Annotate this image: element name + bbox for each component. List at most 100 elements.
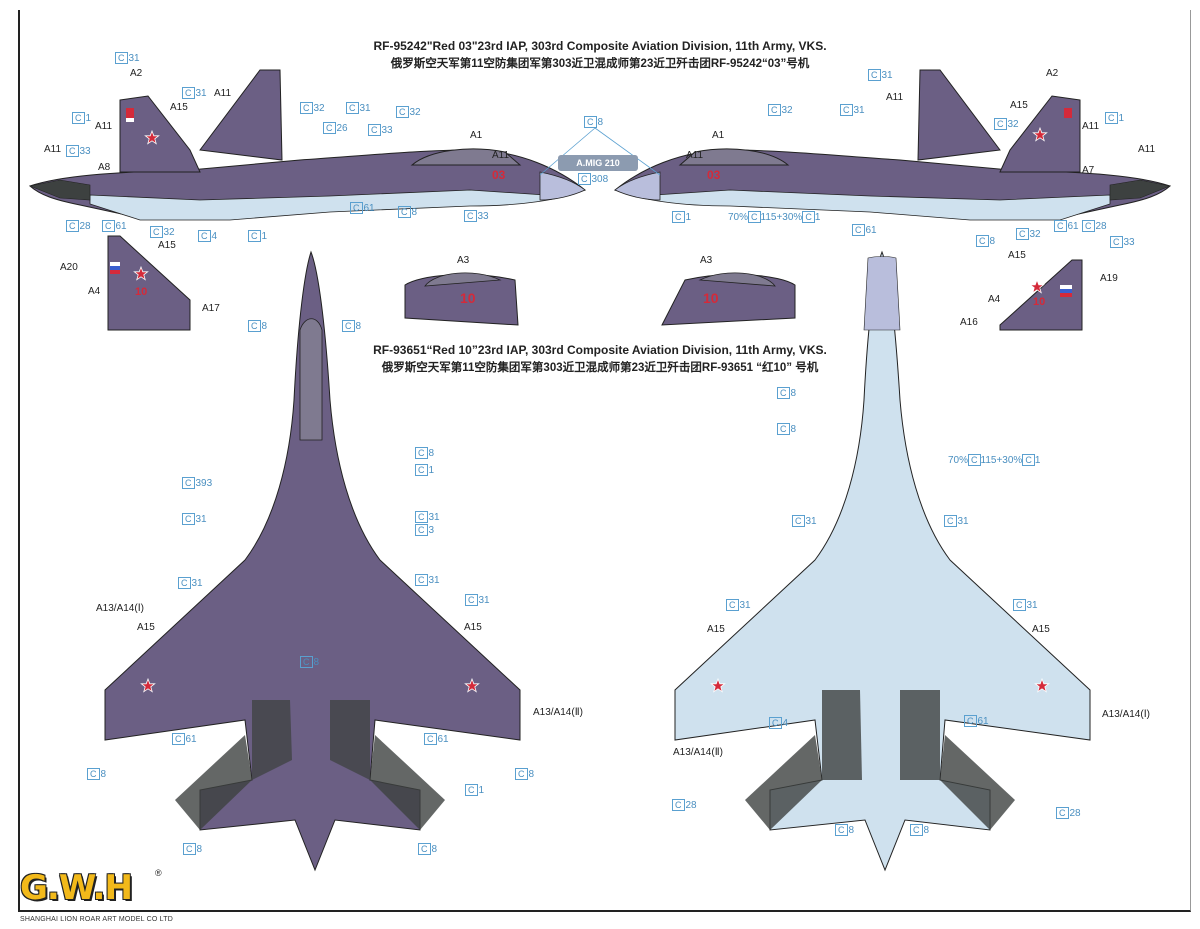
left-side-profile [28,69,587,221]
mark: A8 [98,162,111,173]
nose-label: A.MIG 210 [558,155,638,171]
mark: A15 [1010,100,1028,111]
mark: A17 [202,303,220,314]
aircraft1-title: RF-95242"Red 03"23rd IAP, 303rd Composit… [373,39,827,53]
mark: A15 [707,624,725,635]
right-side-profile [613,69,1172,221]
company-name: SHANGHAI LION ROAR ART MODEL CO LTD [20,916,173,923]
mark: A1 [712,130,725,141]
mark: A15 [170,102,188,113]
mark: A3 [700,255,713,266]
right-fin-detail [999,259,1083,331]
nose-number-right: 10 [703,290,719,306]
mark: A4 [88,286,101,297]
mark: A11 [686,150,704,161]
mark: A11 [492,150,510,161]
mark: A11 [44,144,62,155]
leader-lines [539,127,661,176]
aircraft1-title-cn: 俄罗斯空天军第11空防集团军第303近卫混成师第23近卫歼击团RF-95242“… [390,58,810,70]
mark: A13/A14(Ⅱ) [673,747,723,758]
mark: A15 [1008,250,1026,261]
mark: A16 [960,317,978,328]
mark: A11 [1138,144,1156,155]
nose-number-left: 10 [460,290,476,306]
mark: A13/A14(Ⅱ) [533,707,583,718]
mark: A2 [130,68,143,79]
side-number-left: 03 [492,168,506,182]
mark: A15 [158,240,176,251]
mark: A13/A14(Ⅰ) [1102,709,1150,720]
mark: A7 [1082,165,1095,176]
mark: A2 [1046,68,1059,79]
mark: A15 [1032,624,1050,635]
mark: A11 [1082,121,1100,132]
side-number-right: 03 [707,168,721,182]
fin-number-right: 10 [1033,296,1046,308]
mark: A11 [214,88,232,99]
mark: A15 [464,622,482,633]
mark: A15 [137,622,155,633]
mark: A11 [886,92,904,103]
mark: A11 [95,121,113,132]
mark: A3 [457,255,470,266]
bottom-view [674,250,1091,872]
brand-logo: G.W.H [20,868,133,908]
aircraft2-title: RF-93651“Red 10”23rd IAP, 303rd Composit… [373,343,827,357]
